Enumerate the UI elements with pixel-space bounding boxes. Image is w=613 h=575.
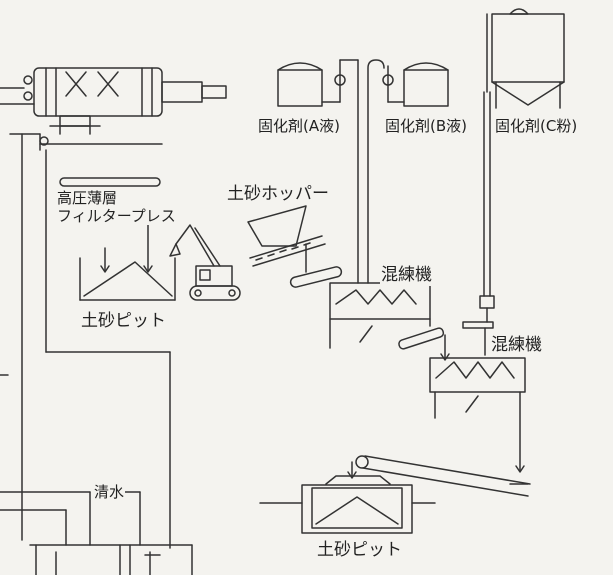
soil-pit-1-label: 土砂ピット [80, 311, 167, 332]
filter-press-label-line1: 高圧薄層 [56, 189, 119, 208]
mixer-1 [329, 282, 450, 361]
hardener-tank-b [367, 59, 449, 284]
agent-a-label: 固化剤(A液) [257, 117, 341, 136]
mixer-1-label: 混練機 [380, 265, 433, 286]
soil-hopper [247, 205, 343, 288]
excavator [169, 224, 241, 301]
mixer-2-label: 混練機 [490, 335, 543, 356]
filter-press [0, 67, 227, 187]
soil-pit-1 [79, 217, 176, 301]
mixer-2 [429, 357, 526, 473]
soil-pit-2 [259, 455, 531, 534]
clear-water-label: 清水 [93, 483, 126, 502]
soil-pit-2-label: 土砂ピット [316, 540, 403, 561]
hardener-tank-a [277, 59, 359, 284]
agent-b-label: 固化剤(B液) [384, 117, 468, 136]
soil-hopper-label: 土砂ホッパー [226, 184, 330, 205]
hardener-silo-c [462, 8, 565, 356]
filter-press-label-line2: フィルタープレス [56, 207, 177, 226]
agent-c-label: 固化剤(C粉) [494, 117, 579, 136]
water-piping [0, 133, 193, 575]
